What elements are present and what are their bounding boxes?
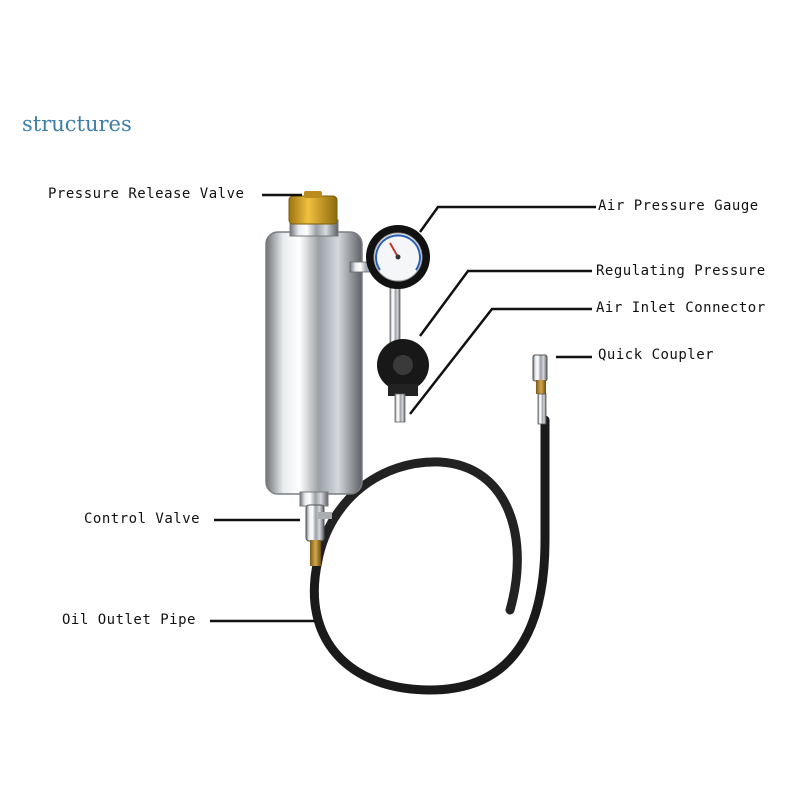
label-air-pressure-gauge: Air Pressure Gauge bbox=[598, 198, 759, 214]
label-quick-coupler: Quick Coupler bbox=[598, 347, 715, 363]
regulator-stem bbox=[389, 287, 401, 349]
oil-outlet-hose bbox=[309, 415, 550, 695]
regulating-knob-center bbox=[393, 355, 413, 375]
tank-bottom-collar bbox=[299, 491, 329, 507]
quick-coupler-ferrule bbox=[537, 393, 547, 425]
label-control-valve: Control Valve bbox=[84, 511, 201, 527]
label-oil-outlet-pipe: Oil Outlet Pipe bbox=[62, 612, 196, 628]
gauge-needle bbox=[389, 242, 399, 258]
regulating-knob-base bbox=[388, 384, 418, 396]
pressure-release-cap bbox=[288, 195, 338, 225]
control-valve-lever bbox=[318, 512, 332, 519]
outlet-brass-fitting bbox=[310, 540, 321, 566]
gauge-scale bbox=[375, 234, 421, 271]
label-air-inlet-connector: Air Inlet Connector bbox=[596, 300, 766, 316]
hose-loop bbox=[313, 457, 522, 615]
diagram-title: structures bbox=[22, 112, 132, 136]
air-inlet-connector bbox=[394, 393, 406, 423]
tank-cylinder bbox=[265, 231, 363, 495]
leader-air-inlet-connector bbox=[409, 307, 592, 415]
control-valve-body bbox=[305, 504, 325, 542]
label-pressure-release-valve: Pressure Release Valve bbox=[48, 186, 245, 202]
pressure-release-knob bbox=[304, 191, 322, 198]
leader-air-pressure-gauge bbox=[418, 205, 596, 233]
gauge-hub bbox=[395, 254, 401, 260]
quick-coupler-nut bbox=[536, 380, 546, 394]
label-regulating-pressure: Regulating Pressure bbox=[596, 263, 766, 279]
quick-coupler-body bbox=[532, 354, 548, 382]
leader-regulating-pressure bbox=[418, 269, 592, 337]
